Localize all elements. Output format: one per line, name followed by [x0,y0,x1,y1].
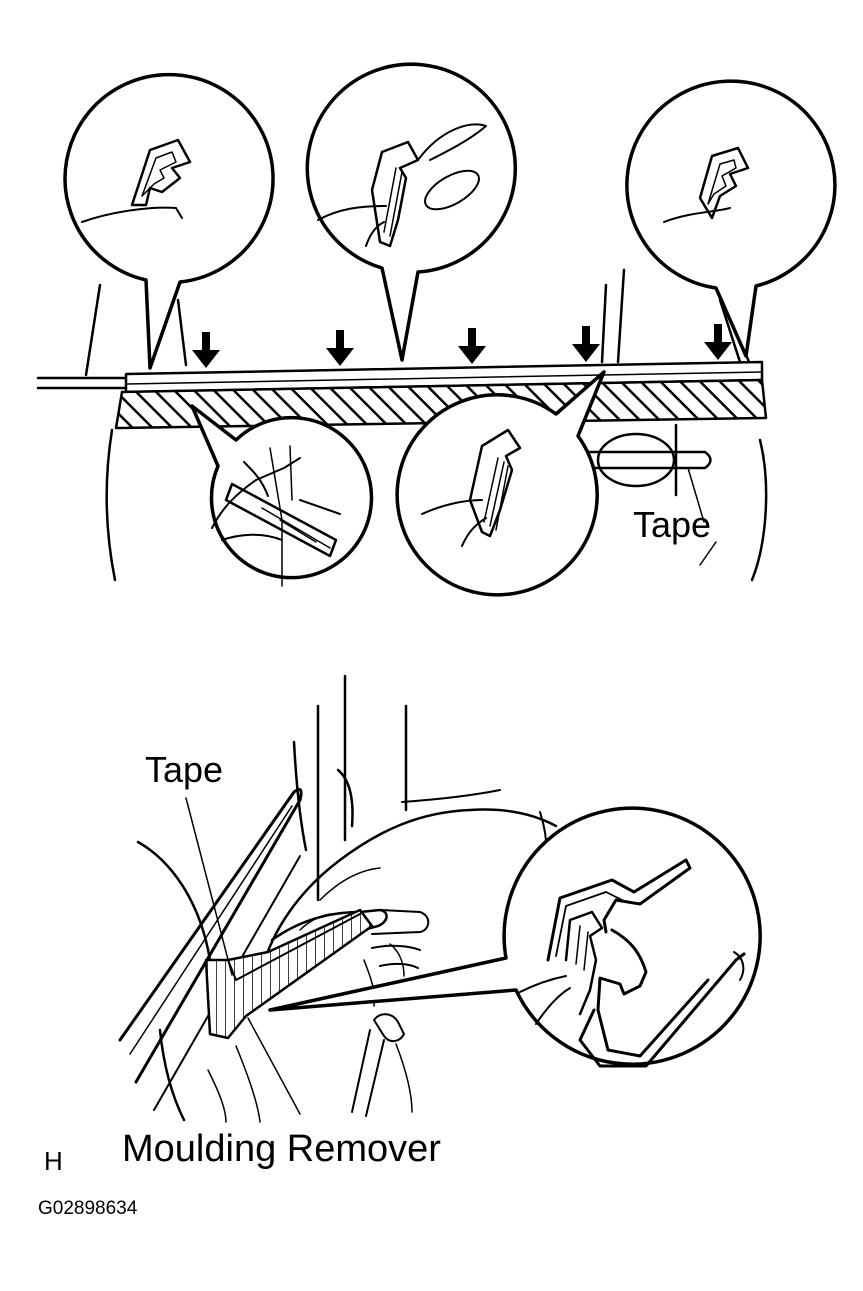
view-letter: H [44,1146,63,1176]
moulding-profile [548,860,690,960]
door-body-outline-right [752,440,766,580]
moulding-remover-leader-line [248,1018,300,1114]
clip-detail-callout-2 [307,64,515,360]
door-panel-outer [580,954,744,1066]
moulding-section [226,484,336,556]
tape-label-bottom: Tape [145,749,224,790]
door-handle [598,434,674,486]
tape-leader-line [688,468,704,522]
moulding-remover-tool [206,910,372,1038]
panel-edge-curl [734,952,743,980]
clip-profile [132,140,190,205]
panel-line [290,446,292,500]
tool-shaft [352,1030,370,1112]
panel-edge [664,208,730,222]
window-pillar-line [86,285,100,375]
panel-edge [82,208,182,222]
tool-shaft [366,1040,384,1116]
door-lower-curve [208,1046,260,1122]
window-frame-line [720,300,740,362]
press-arrow [572,326,600,362]
clip-profile-inner [142,152,176,196]
tape-leader-line [186,798,232,975]
moulding-remover-label: Moulding Remover [122,1128,441,1170]
figure-code: G02898634 [38,1198,138,1219]
door-panel-profile [598,930,708,1056]
hand-outline [212,458,300,540]
clip-profile-inner [576,926,588,970]
pillar-curve [294,742,306,850]
clip-profile [566,912,602,1014]
tape-press-callout [192,406,371,586]
moulding-remover-edge [228,914,360,980]
moulding-lip [418,124,486,160]
moulding-profile-inner [556,892,626,956]
hand-outline [262,810,556,970]
clip-detail-callout-5 [397,372,604,595]
door-edge-line [700,542,716,565]
clip-profile-inner [484,458,508,530]
press-arrow [458,328,486,364]
clip-detail-callout-large [270,808,760,1066]
clip-profile [372,142,418,246]
window-pillar-line [178,300,186,365]
press-arrow [704,324,732,360]
finger-outline [364,944,412,1112]
door-moulding-overview [38,64,835,595]
pillar-curve [338,770,352,826]
door-outer-curve [138,842,210,960]
clip-detail-callout-1 [65,75,273,368]
clip-detail-callout-3 [627,81,835,356]
moulding-lip-end [419,163,485,217]
hand-crease [300,868,380,930]
door-body-outline [107,430,115,580]
finger-outline [244,462,340,514]
moulding-section-inner [262,508,330,548]
hand-finger [372,910,428,934]
clip-profile [470,430,520,536]
belt-moulding-edge [126,372,762,384]
clip-profile-inner [708,160,736,204]
glass-run-moulding [120,789,301,1082]
door-outer-curve [160,1030,184,1120]
press-arrow [192,332,220,368]
panel-edge [318,206,386,246]
window-frame-line [602,285,606,362]
window-frame-line [618,270,624,362]
clip-removed [374,1014,404,1041]
panel-edge [422,500,486,546]
moulding-remover-usage [120,676,760,1122]
panel-line [270,448,282,520]
panel-edge [520,976,570,1024]
tape-label-top: Tape [633,504,712,545]
glass-run-moulding-inner [130,806,292,1054]
press-arrow [326,330,354,366]
hand-wrist [402,790,547,870]
tape-band [116,380,766,428]
door-handle-lever [585,452,711,468]
clip-profile-inner [384,168,402,236]
